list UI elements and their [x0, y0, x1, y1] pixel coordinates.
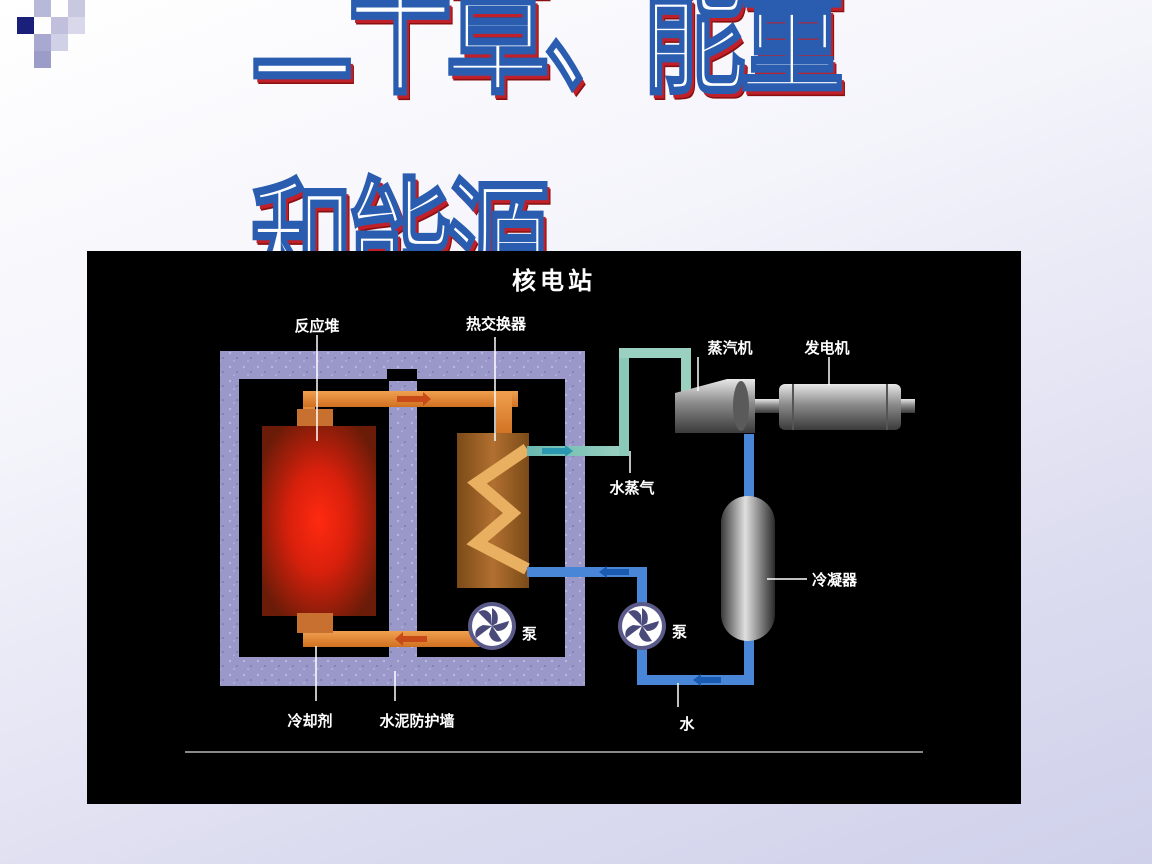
nuclear-plant-diagram: 核电站	[87, 251, 1021, 804]
coolant-arrow-right	[397, 392, 431, 406]
leader-lines	[315, 335, 830, 707]
steam-arrow	[542, 445, 573, 457]
pump-right	[618, 602, 666, 650]
coolant-loop	[303, 391, 518, 647]
label-concrete-wall: 水泥防护墙	[379, 712, 454, 730]
label-heat-exchanger: 热交换器	[466, 315, 527, 333]
label-coolant: 冷却剂	[287, 712, 332, 730]
water-arrow-lower	[693, 674, 721, 686]
heat-exchanger	[457, 433, 531, 588]
label-condenser: 冷凝器	[812, 571, 858, 589]
reactor-core	[262, 409, 376, 633]
label-water: 水	[679, 715, 695, 733]
diagram-title: 核电站	[512, 267, 596, 295]
label-pump-right: 泵	[672, 623, 687, 641]
steam-turbine	[675, 379, 755, 433]
label-reactor: 反应堆	[294, 317, 339, 335]
coolant-arrow-left	[395, 632, 427, 646]
label-generator: 发电机	[803, 339, 849, 357]
water-arrow-upper	[599, 566, 629, 578]
label-steam: 水蒸气	[609, 479, 654, 497]
steam-pipe	[527, 348, 691, 457]
diagram-svg: 核电站	[185, 267, 923, 753]
label-steam-engine: 蒸汽机	[707, 339, 752, 357]
slide-title: 二十章、能量和能源	[249, 0, 845, 353]
pump-left	[468, 602, 516, 650]
corner-decoration	[0, 0, 100, 80]
label-pump-left: 泵	[522, 625, 537, 643]
condenser	[721, 496, 775, 641]
generator	[755, 384, 915, 430]
